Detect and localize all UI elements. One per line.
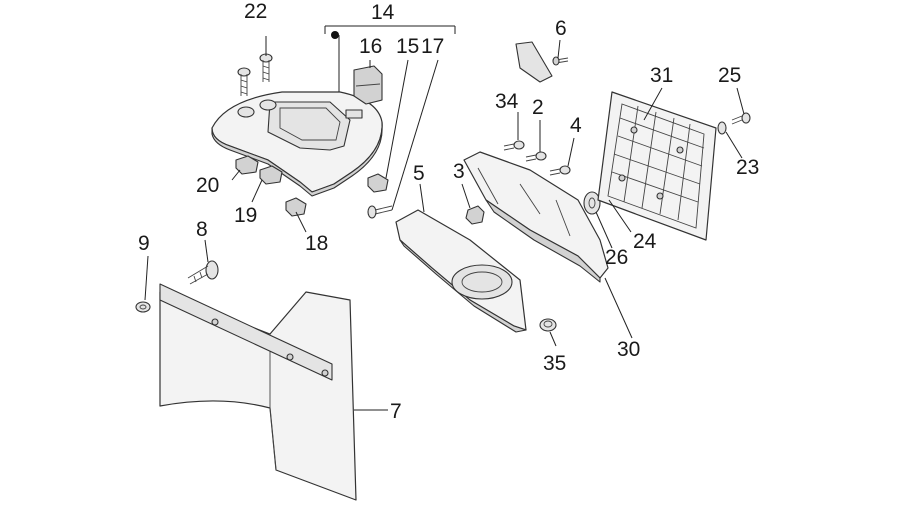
callout-19: 19 [234,204,257,227]
callout-8: 8 [196,218,208,241]
callout-15: 15 [396,35,419,58]
grid-plate-31 [597,91,717,241]
callout-25: 25 [718,64,741,87]
callout-3: 3 [453,160,465,183]
callout-16: 16 [359,35,382,58]
callout-17: 17 [421,35,444,58]
callout-6: 6 [555,17,567,40]
latch-16 [353,65,383,105]
pad-6 [515,41,569,83]
callout-7: 7 [390,400,402,423]
clip-15 [367,173,389,193]
rivet-17 [367,205,393,219]
callout-14: 14 [371,1,395,24]
callout-31: 31 [650,64,673,87]
callout-35: 35 [543,352,566,375]
bracket-plate-5 [395,209,527,333]
bullet-marker [331,31,339,39]
callout-5: 5 [413,162,425,185]
nut-35 [539,318,557,332]
clip-18 [285,197,307,217]
callout-26: 26 [605,246,628,269]
washer-9 [135,301,151,313]
callout-18: 18 [305,232,328,255]
callout-20: 20 [196,174,219,197]
mudflap-7 [159,283,357,501]
nut-3 [465,205,485,225]
callout-2: 2 [532,96,544,119]
screw-2 [525,151,547,162]
screw-22-left [237,67,251,96]
callout-4: 4 [570,114,582,137]
callout-24: 24 [633,230,657,253]
screw-4 [549,165,571,176]
bolt-8 [187,260,219,285]
screw-22-right [259,53,273,82]
callout-34: 34 [495,90,519,113]
washer-26 [583,191,601,215]
callout-22: 22 [244,0,267,23]
callout-30: 30 [617,338,640,361]
screw-25 [731,112,751,125]
clip-19 [259,165,283,185]
cover-30 [463,151,609,283]
tray-assembly [211,91,383,197]
clip-20 [235,155,259,175]
screw-34 [503,140,525,151]
callout-23: 23 [736,156,759,179]
callout-9: 9 [138,232,150,255]
leader-lines [144,25,745,411]
washer-23 [717,121,727,135]
